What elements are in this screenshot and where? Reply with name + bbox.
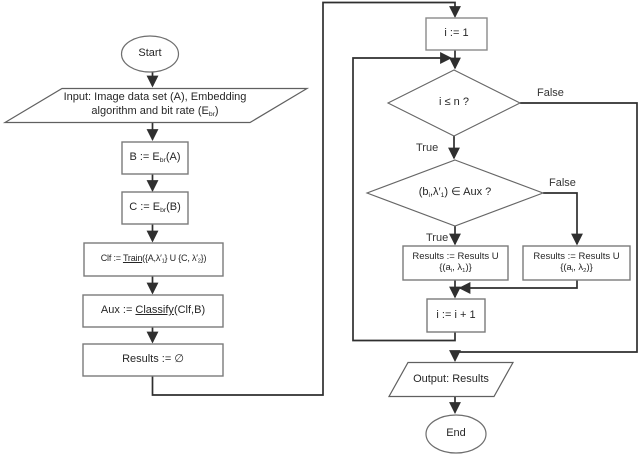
cond-aux-true-label: True: [426, 232, 448, 244]
i-init-box: [425, 17, 488, 51]
cond-loop-label: i ≤ n ?: [439, 96, 469, 109]
edge-cond1-false-to-output: [449, 102, 638, 362]
i-init-label: i := 1: [444, 27, 469, 40]
output-parallelogram: [387, 361, 515, 398]
aux-box: [82, 294, 224, 328]
input-label: Input: Image data set (A), Embedding alg…: [35, 88, 275, 123]
embed-c-label: C := Ebr(B): [129, 200, 181, 214]
output-label: Output: Results: [413, 372, 489, 385]
edge-res2-merge: [458, 280, 578, 294]
res-lambda1-label: Results := Results U {(ai, λ1)}: [412, 250, 499, 275]
cond-loop-diamond: [386, 69, 522, 137]
embed-b-box: [121, 141, 189, 175]
start-label: Start: [138, 47, 162, 60]
results-init-label: Results := ∅: [122, 353, 184, 366]
cond-loop-false-label: False: [537, 87, 564, 99]
edge-loopback: [352, 52, 456, 342]
cond-aux-label: (bi,λ′1) ∈ Aux ?: [418, 185, 492, 199]
input-line1: Input: Image data set (A), Embedding: [63, 91, 247, 104]
edge-cond2-false-to-res2: [543, 192, 583, 246]
res-lambda1-box: [402, 245, 509, 281]
cond-aux-false-label: False: [549, 177, 576, 189]
end-oval: [425, 414, 487, 454]
res-lambda2-label: Results := Results U {(ai, λ2)}: [533, 250, 620, 275]
embed-c-box: [121, 191, 189, 225]
cond-aux-diamond: [365, 159, 545, 227]
i-incr-box: [426, 298, 486, 333]
cond-loop-true-label: True: [416, 142, 438, 154]
clf-box: [83, 242, 224, 277]
embed-b-label: B := Ebr(A): [129, 150, 181, 164]
res-lambda2-box: [522, 245, 631, 281]
edge-results-to-iinit: [151, 1, 461, 396]
results-init-box: [82, 343, 224, 377]
aux-label: Aux := Classify(Clf,B): [100, 304, 206, 317]
clf-label: Clf := Train({A,λ′1} U {C, λ′2}): [100, 253, 207, 265]
input-line2: algorithm and bit rate (Ebr): [91, 105, 219, 119]
i-incr-label: i := i + 1: [436, 308, 476, 321]
input-parallelogram: [2, 87, 310, 124]
end-label: End: [446, 427, 466, 440]
start-oval: [120, 35, 180, 73]
